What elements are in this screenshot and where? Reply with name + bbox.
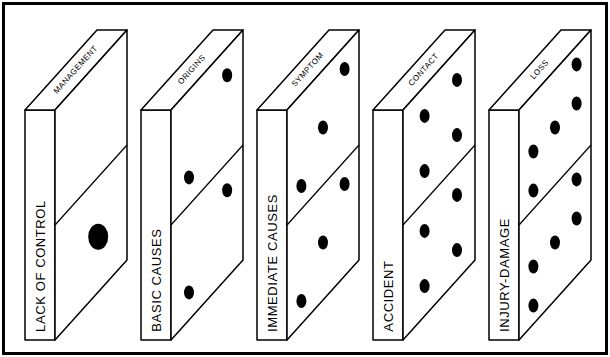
- domino-pip: [318, 236, 328, 250]
- domino-pip-face: [287, 30, 359, 340]
- domino-pip: [420, 224, 430, 238]
- domino-pip: [452, 128, 462, 142]
- domino-face-label: INJURY-DAMAGE: [498, 218, 511, 332]
- domino-divider: [287, 145, 359, 225]
- domino-pip: [528, 260, 538, 274]
- domino-face-label: IMMEDIATE CAUSES: [266, 194, 279, 332]
- domino-pip: [318, 121, 328, 135]
- domino-pip: [420, 164, 430, 178]
- domino-pip: [550, 236, 560, 250]
- domino-face-label: ACCIDENT: [382, 261, 395, 332]
- domino-pip: [340, 62, 350, 76]
- domino-pip: [452, 243, 462, 257]
- domino-divider: [171, 145, 243, 225]
- domino-pip: [572, 172, 582, 186]
- domino-pip: [296, 294, 306, 308]
- domino-pip: [184, 285, 194, 299]
- domino-pip: [222, 68, 232, 82]
- domino-pip: [528, 145, 538, 159]
- domino-pip: [572, 97, 582, 111]
- domino-end-face: [373, 110, 403, 340]
- domino-pip-face: [403, 30, 475, 340]
- domino-end-face: [25, 110, 55, 340]
- domino: CONTACTACCIDENT: [371, 24, 477, 344]
- domino-pip-face: [171, 30, 243, 340]
- domino-pip: [528, 299, 538, 313]
- domino-pip: [420, 279, 430, 293]
- domino-pip: [296, 179, 306, 193]
- domino-pip: [452, 188, 462, 202]
- domino-pip: [340, 177, 350, 191]
- domino-pip: [452, 73, 462, 87]
- domino-pip: [88, 224, 108, 250]
- domino-pip-face: [519, 30, 591, 340]
- domino-divider: [55, 145, 127, 225]
- domino-divider: [403, 145, 475, 225]
- domino: MANAGEMENTLACK OF CONTROL: [23, 24, 129, 344]
- domino: ORIGINSBASIC CAUSES: [139, 24, 245, 344]
- domino-pip: [184, 170, 194, 184]
- domino-pip: [550, 121, 560, 135]
- frame-border: [4, 4, 607, 354]
- domino-pip: [222, 183, 232, 197]
- domino-pip: [528, 184, 538, 198]
- domino-end-face: [257, 110, 287, 340]
- domino-face-label: LACK OF CONTROL: [34, 200, 47, 332]
- domino-pip: [420, 109, 430, 123]
- domino-end-face: [489, 110, 519, 340]
- domino-divider: [519, 145, 591, 225]
- domino: LOSSINJURY-DAMAGE: [487, 24, 593, 344]
- domino-face-label: BASIC CAUSES: [150, 229, 163, 332]
- domino-pip: [572, 212, 582, 226]
- domino-end-face: [141, 110, 171, 340]
- domino-pip: [572, 57, 582, 71]
- domino: SYMPTOMIMMEDIATE CAUSES: [255, 24, 361, 344]
